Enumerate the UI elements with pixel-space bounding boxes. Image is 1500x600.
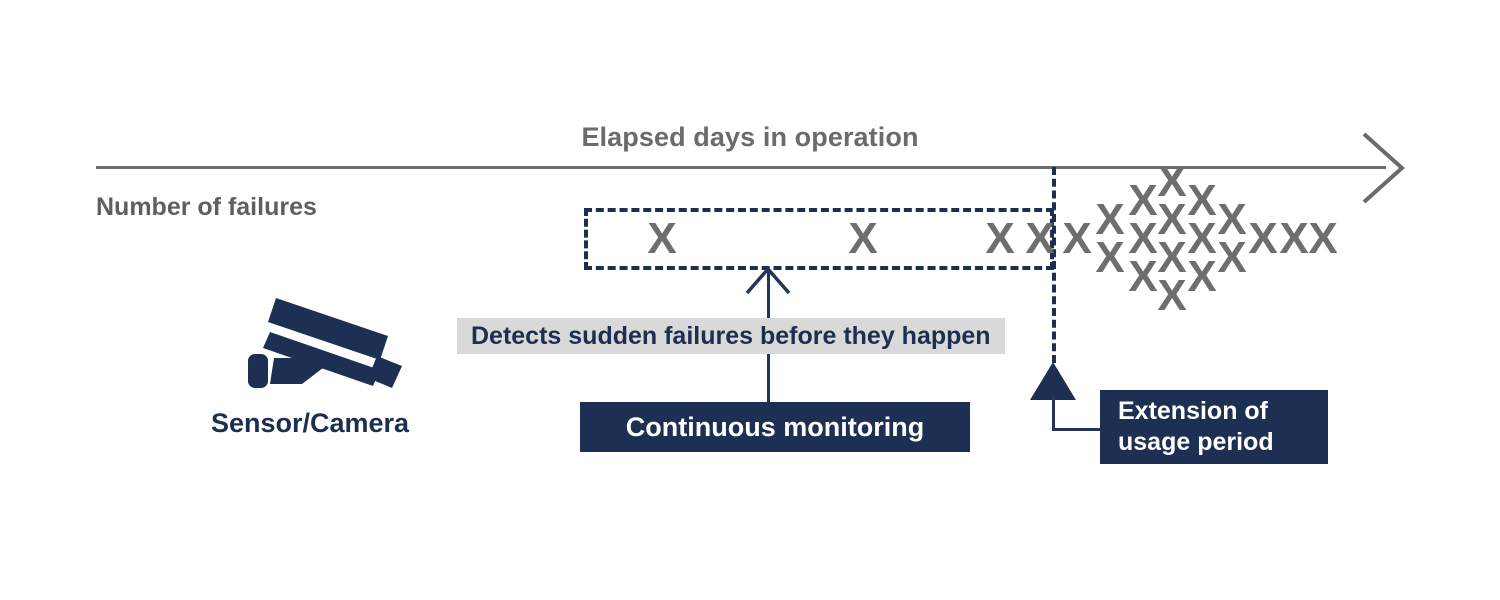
failure-mark: X <box>1062 214 1092 263</box>
failure-mark: X <box>848 214 878 263</box>
extension-usage-period-box[interactable]: Extension of usage period <box>1100 390 1328 464</box>
failure-mark: X <box>1187 176 1217 225</box>
failure-mark: X <box>1157 271 1187 320</box>
axis-arrow-right-icon <box>1360 130 1410 206</box>
failure-mark: X <box>1128 176 1158 225</box>
failure-mark: X <box>1095 195 1125 244</box>
failure-mark: X <box>1308 214 1338 263</box>
failure-mark: X <box>985 214 1015 263</box>
extension-label-line2: usage period <box>1118 428 1274 456</box>
extension-connector-line <box>1052 396 1105 431</box>
axis-title: Elapsed days in operation <box>581 122 919 152</box>
time-axis-line <box>96 166 1386 169</box>
failure-mark: X <box>1217 195 1247 244</box>
continuous-monitoring-box[interactable]: Continuous monitoring <box>580 402 970 452</box>
extension-label-line1: Extension of <box>1118 397 1269 425</box>
y-axis-title: Number of failures <box>96 193 317 221</box>
up-arrow-open-icon <box>744 264 792 296</box>
failure-mark: X <box>1128 214 1158 263</box>
failure-mark: X <box>1187 214 1217 263</box>
failure-mark: X <box>1279 214 1309 263</box>
up-triangle-solid-icon <box>1030 362 1076 400</box>
failure-mark: X <box>1187 252 1217 301</box>
failure-mark: X <box>647 214 677 263</box>
sensor-camera-label: Sensor/Camera <box>210 408 410 438</box>
failure-mark: X <box>1095 233 1125 282</box>
failure-mark: X <box>1248 214 1278 263</box>
security-camera-icon <box>240 278 420 388</box>
detection-caption: Detects sudden failures before they happ… <box>457 318 1005 354</box>
failure-mark: X <box>1157 157 1187 206</box>
usage-boundary-line <box>1052 167 1056 363</box>
failure-mark: X <box>1217 233 1247 282</box>
failure-mark: X <box>1128 252 1158 301</box>
failure-mark: X <box>1025 214 1055 263</box>
failure-mark: X <box>1157 195 1187 244</box>
failure-mark: X <box>1157 233 1187 282</box>
